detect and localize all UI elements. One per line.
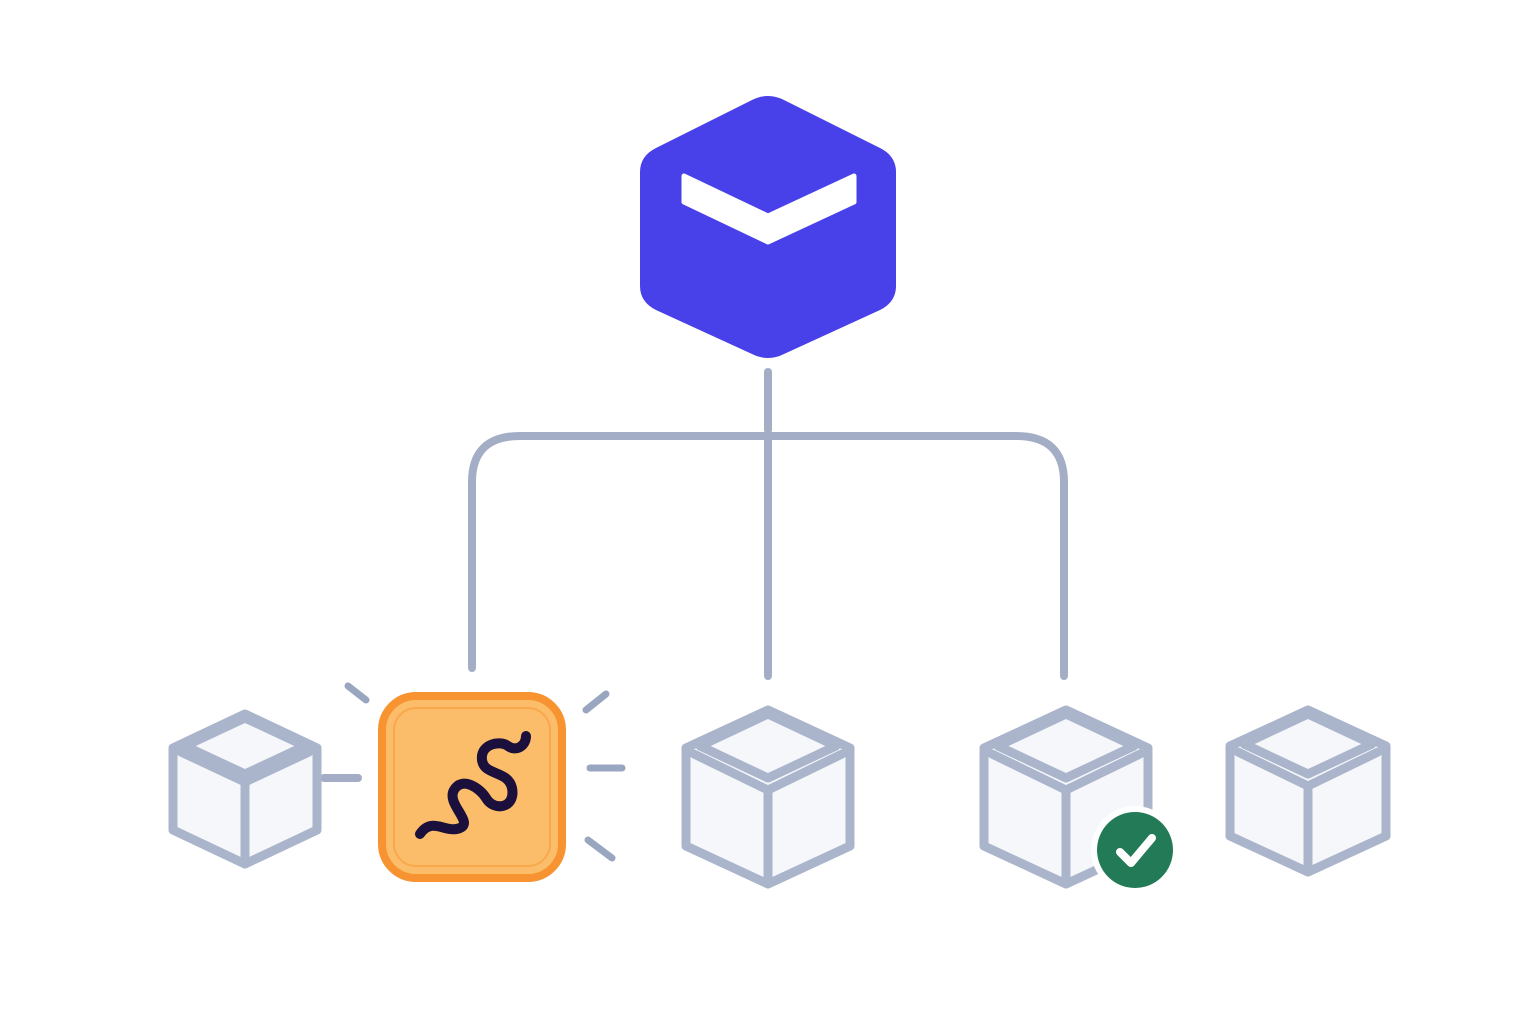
node-2-alert bbox=[344, 682, 626, 882]
verified-badge bbox=[1091, 806, 1179, 894]
node-3-cube-icon bbox=[681, 705, 855, 889]
checkmark-icon bbox=[1116, 834, 1156, 867]
squiggle-icon bbox=[415, 731, 531, 839]
root-node bbox=[640, 96, 896, 358]
node-1-cube-icon bbox=[168, 709, 322, 869]
connector-lines bbox=[320, 368, 1068, 782]
node-5-cube-icon bbox=[1225, 705, 1391, 877]
alert-burst-lines bbox=[344, 682, 626, 862]
chevron-down-icon bbox=[681, 173, 857, 245]
